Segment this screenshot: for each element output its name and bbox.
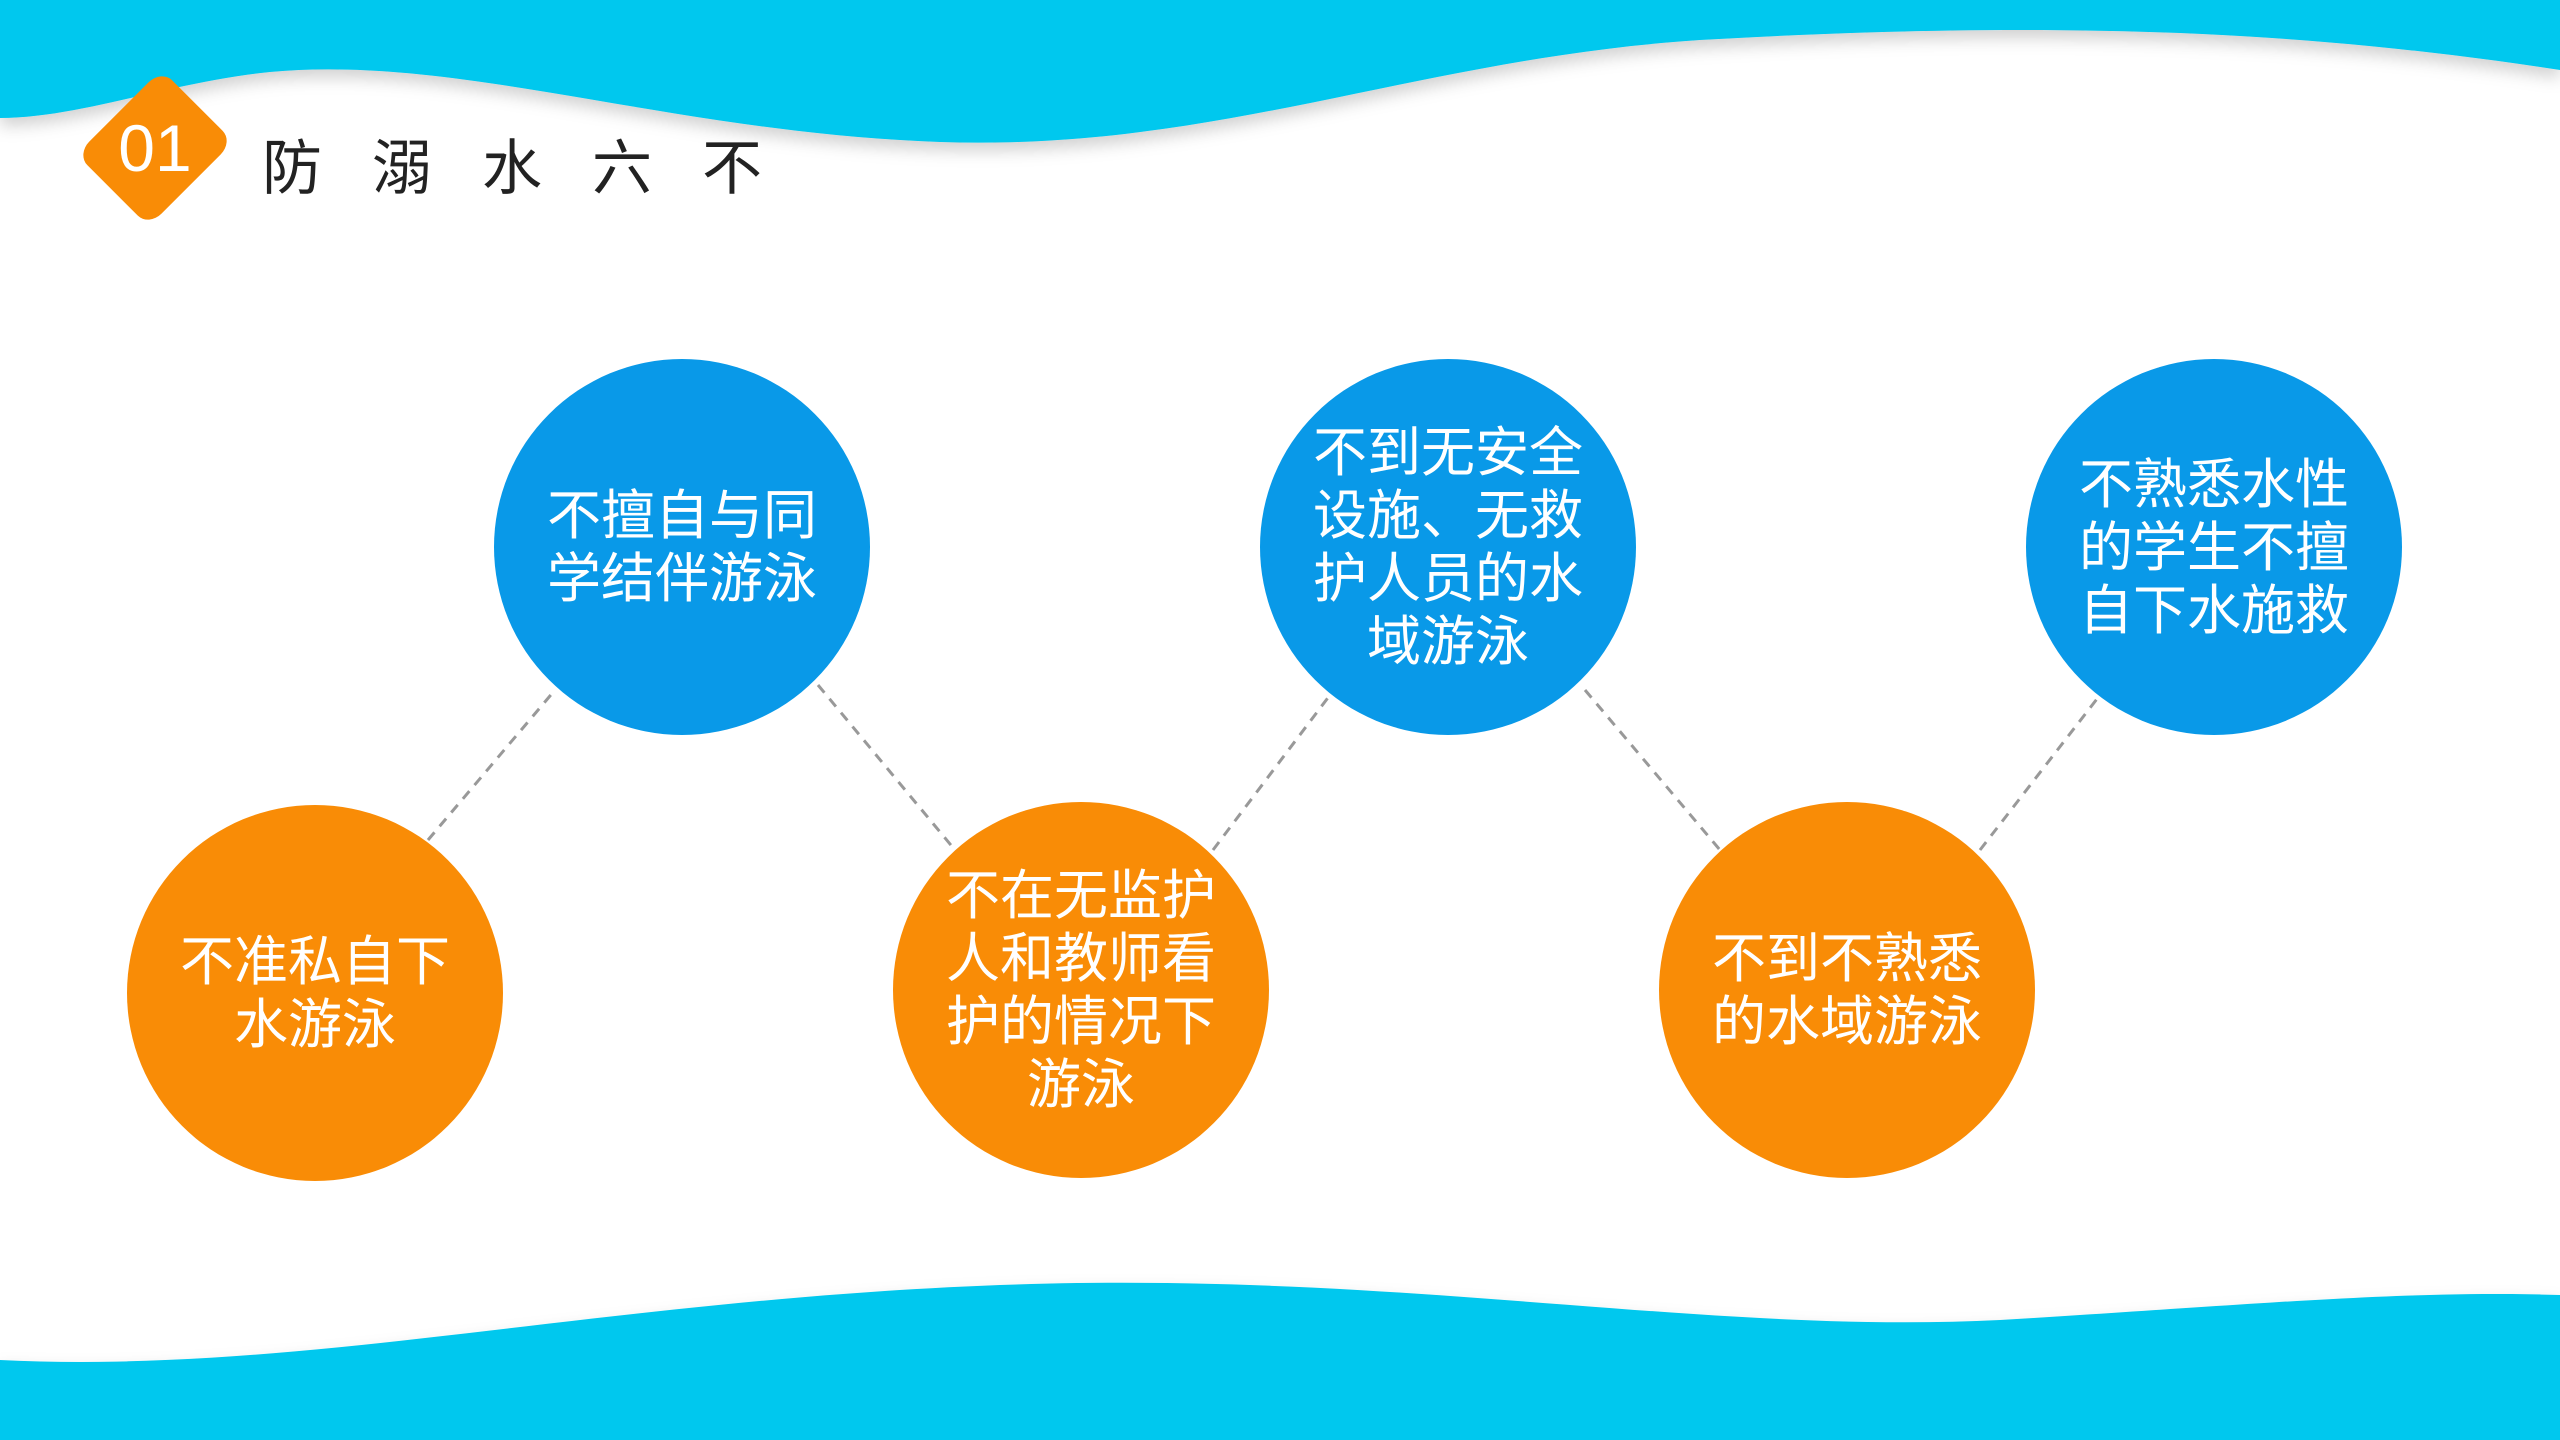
rule-circle-4: 不到无安全设施、无救护人员的水域游泳 — [1260, 359, 1636, 735]
section-number: 01 — [118, 111, 192, 185]
connector-lines — [426, 684, 2102, 851]
rule-circle-5: 不到不熟悉的水域游泳 — [1659, 802, 2035, 1178]
rule-circle-2: 不擅自与同学结伴游泳 — [494, 359, 870, 735]
section-number-badge: 01 — [76, 69, 234, 227]
page-title: 防溺水六不 — [262, 134, 812, 204]
bottom-wave — [0, 1282, 2560, 1440]
rule-circle-3: 不在无监护人和教师看护的情况下游泳 — [893, 802, 1269, 1178]
rule-circle-6: 不熟悉水性的学生不擅自下水施救 — [2026, 359, 2402, 735]
rule-circle-1: 不准私自下水游泳 — [127, 805, 503, 1181]
top-wave — [0, 0, 2560, 143]
